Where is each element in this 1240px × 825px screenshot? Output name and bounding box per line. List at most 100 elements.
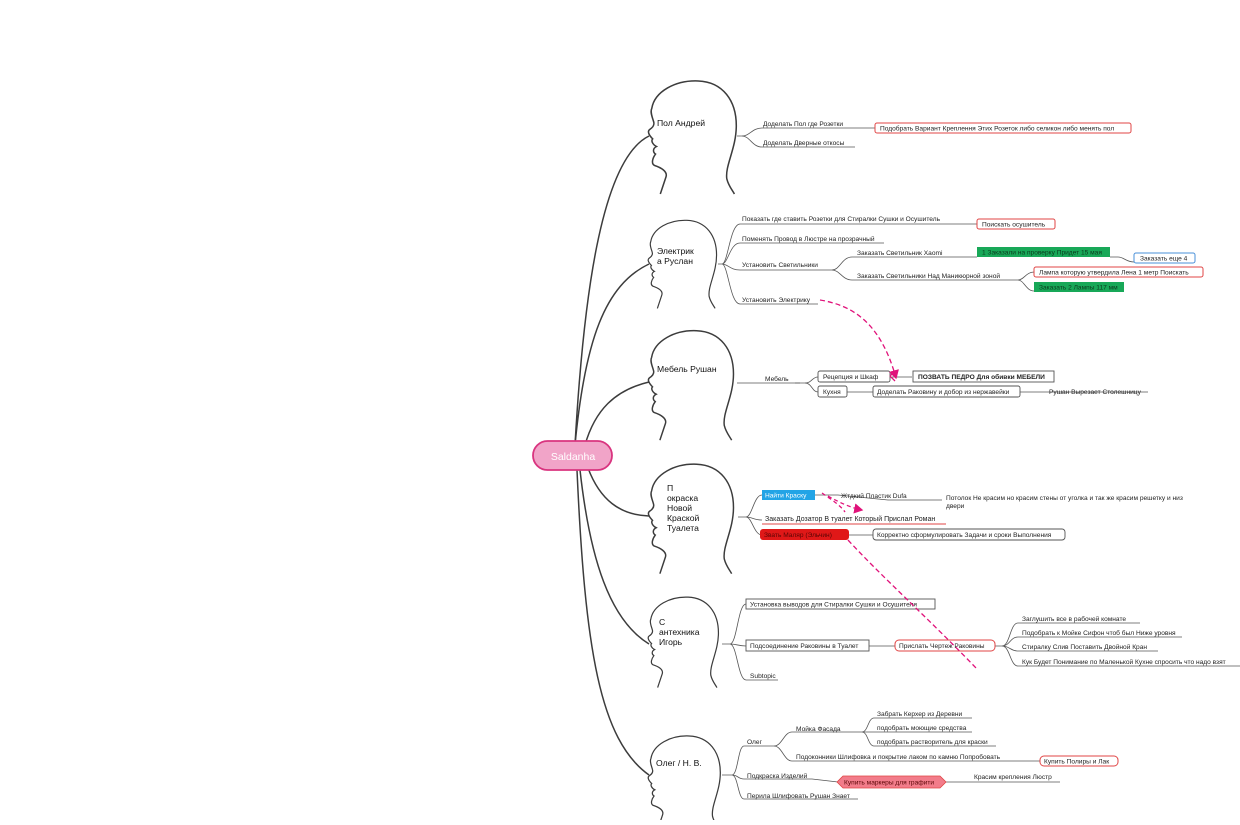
head-label-paint-3: Новой — [667, 503, 692, 513]
topic-box-st-2a[interactable] — [894, 639, 996, 652]
topic-el-2[interactable]: Поменять Провод в Люстре на прозрачный — [742, 235, 875, 243]
topic-box-el-3a1[interactable] — [977, 247, 1110, 257]
topic-box-ol-2a[interactable] — [836, 775, 947, 789]
topic-st-3[interactable]: Subtopic — [750, 673, 776, 680]
topic-ol-2a[interactable]: Купить маркеры для графити — [844, 780, 934, 787]
topic-box-pt-1[interactable] — [762, 490, 815, 500]
topic-pt-1a[interactable]: Жтдкий Пластик Dufa — [841, 492, 907, 500]
topic-el-3[interactable]: Установить Светильники — [742, 262, 818, 269]
relation-painter-to-sink[interactable] — [847, 539, 977, 669]
topic-el-3a1a[interactable]: Заказать еще 4 — [1140, 256, 1188, 263]
topic-pol-1[interactable]: Доделать Пол где Розетки — [763, 121, 843, 128]
topic-mb-1a[interactable]: Рецепция и Шкаф — [823, 374, 879, 381]
topic-st-2a2[interactable]: Подобрать к Мойке Сифон чтоб был Ниже ур… — [1022, 629, 1176, 637]
topic-pol-1a[interactable]: Подобрать Вариант Креплення Этих Розеток… — [880, 125, 1114, 133]
head-shape-mebel — [647, 329, 735, 441]
topic-el-3b[interactable]: Заказать Светильники Над Маникюрной зоно… — [857, 272, 1000, 280]
root-topic[interactable]: Saldanha — [532, 440, 613, 471]
head-label-paint-1: П — [667, 483, 673, 493]
head-shape-oleg — [647, 735, 722, 825]
connectors — [718, 127, 1240, 800]
head-shape-pol — [647, 80, 738, 195]
topic-pt-3a[interactable]: Корректно сформулировать Задачи и сроки … — [877, 532, 1052, 539]
topic-ol-1a1[interactable]: Забрать Керхер из Деревни — [877, 710, 963, 718]
topic-st-2a1[interactable]: Заглушить все в рабочей комнате — [1022, 615, 1126, 623]
topic-el-3b2[interactable]: Заказать 2 Лампы 117 мм — [1039, 285, 1118, 292]
topic-box-st-1[interactable] — [745, 598, 936, 610]
topics-mebel: Мебель Рецепция и Шкаф ПОЗВАТЬ ПЕДРО Для… — [765, 370, 1142, 398]
topic-box-st-2[interactable] — [745, 639, 870, 652]
main-branches — [574, 135, 650, 776]
topic-box-el-1a[interactable] — [976, 218, 1056, 230]
topics-pol: Доделать Пол где Розетки Подобрать Вариа… — [763, 121, 1132, 147]
topic-ol-1a2[interactable]: подобрать моющие средства — [877, 724, 967, 732]
topic-box-el-3b1[interactable] — [1033, 266, 1204, 278]
topic-box-mb-1a1[interactable] — [912, 370, 1055, 383]
head-label-pol-1: Пол Андрей — [657, 118, 705, 128]
head-label-santeh-3: Игорь — [659, 637, 683, 647]
head-elec[interactable]: Электрик а Руслан — [647, 219, 718, 309]
topic-el-1a[interactable]: Поискать осушитель — [982, 222, 1046, 229]
topics-oleg: Олег Мойка Фасада Забрать Керхер из Дере… — [747, 710, 1119, 800]
topic-el-3b1[interactable]: Лампа которую утвердила Лена 1 метр Поис… — [1039, 270, 1189, 277]
topic-mb-1b1[interactable]: Доделать Раковину и добор из нержавейки — [877, 388, 1010, 396]
topic-box-mb-1b[interactable] — [817, 385, 848, 398]
head-pol[interactable]: Пол Андрей — [647, 80, 738, 195]
topic-mb-1b1a[interactable]: Рушан Вырезает Столешницу — [1049, 389, 1142, 396]
root-label: Saldanha — [551, 451, 596, 463]
topic-box-pol-1a[interactable] — [874, 122, 1132, 134]
topic-box-el-3b2[interactable] — [1034, 282, 1124, 292]
topic-ol-2b[interactable]: Красим крепления Люстр — [974, 774, 1052, 781]
head-oleg[interactable]: Олег / Н. В. — [647, 735, 722, 825]
topic-box-pt-3a[interactable] — [872, 528, 1066, 541]
topic-el-4[interactable]: Установить Электрику — [742, 297, 811, 304]
topic-ol-1b[interactable]: Подоконники Шлифовка и покрытие лаком по… — [796, 753, 1001, 761]
topic-pt-2[interactable]: Заказать Дозатор В туалет Который Присла… — [765, 515, 935, 523]
head-label-paint-2: окраска — [667, 493, 698, 503]
head-label-paint-5: Туалета — [667, 523, 699, 533]
topic-pt-3[interactable]: Звать Маляр (Эльчин) — [764, 532, 832, 539]
topic-el-3a1[interactable]: 1 Заказали на проверку Придет 15 мая — [982, 250, 1102, 257]
topic-pt-1[interactable]: Найти Краску — [765, 492, 807, 500]
head-label-paint-4: Краской — [667, 513, 699, 523]
relation-paint-loop-a[interactable] — [821, 492, 846, 513]
head-label-mebel-1: Мебель Рушан — [657, 364, 717, 374]
head-label-oleg-1: Олег / Н. В. — [656, 758, 702, 768]
head-label-santeh-1: С — [659, 617, 665, 627]
relation-electric-to-pedro[interactable] — [819, 299, 899, 380]
topic-st-2a[interactable]: Прислать Чертеж Раковины — [899, 643, 985, 650]
head-paint[interactable]: П окраска Новой Краской Туалета — [647, 463, 735, 575]
topic-ol-1b1[interactable]: Купить Полиры и Лак — [1044, 759, 1109, 766]
topic-el-1[interactable]: Показать где ставить Розетки для Стиралк… — [742, 216, 941, 223]
topic-box-pt-3[interactable] — [760, 529, 849, 540]
relation-paint-loop-b[interactable] — [827, 495, 864, 514]
topic-box-ol-1b1[interactable] — [1039, 755, 1119, 767]
topic-pt-1a1b[interactable]: двери — [946, 503, 965, 510]
topic-st-2a3[interactable]: Стиралку Слив Поставить Двойной Кран — [1022, 643, 1147, 651]
topic-mb-1[interactable]: Мебель — [765, 375, 789, 383]
topic-pol-2[interactable]: Доделать Дверные откосы — [763, 140, 845, 147]
head-mebel[interactable]: Мебель Рушан — [647, 329, 735, 441]
head-label-elec-1: Электрик — [657, 246, 694, 256]
head-label-elec-2: а Руслан — [657, 256, 693, 266]
topic-st-2[interactable]: Подсоединение Раковины в Туалет — [750, 643, 858, 650]
topic-box-el-3a1a[interactable] — [1133, 252, 1196, 264]
topic-box-mb-1b1[interactable] — [872, 385, 1021, 398]
topic-pt-1a1[interactable]: Потолок Не красим но красим стены от уго… — [946, 495, 1183, 502]
topic-st-2a4[interactable]: Кук Будет Понимание по Маленькой Кухне с… — [1022, 658, 1226, 666]
head-santeh[interactable]: С антехника Игорь — [647, 596, 720, 689]
topic-st-1[interactable]: Установка выводов для Стиралки Сушки и О… — [750, 602, 917, 609]
topic-el-3a[interactable]: Заказать Светильник Xaomi — [857, 250, 943, 257]
root-node[interactable] — [532, 440, 613, 471]
topic-ol-1a3[interactable]: подобрать растворитель для краски — [877, 738, 988, 746]
topic-ol-2[interactable]: Подкраска Изделий — [747, 772, 808, 780]
topic-ol-3[interactable]: Перила Шлифовать Рушан Знает — [747, 793, 850, 800]
relationships — [819, 299, 977, 669]
topic-ol-1a[interactable]: Мойка Фасада — [796, 725, 841, 733]
topics-santeh: Установка выводов для Стиралки Сушки и О… — [745, 598, 1226, 680]
topic-mb-1b[interactable]: Кухня — [823, 389, 841, 396]
topic-mb-1a1[interactable]: ПОЗВАТЬ ПЕДРО Для обивки МЕБЕЛИ — [918, 373, 1045, 381]
topic-ol-1[interactable]: Олег — [747, 739, 763, 746]
